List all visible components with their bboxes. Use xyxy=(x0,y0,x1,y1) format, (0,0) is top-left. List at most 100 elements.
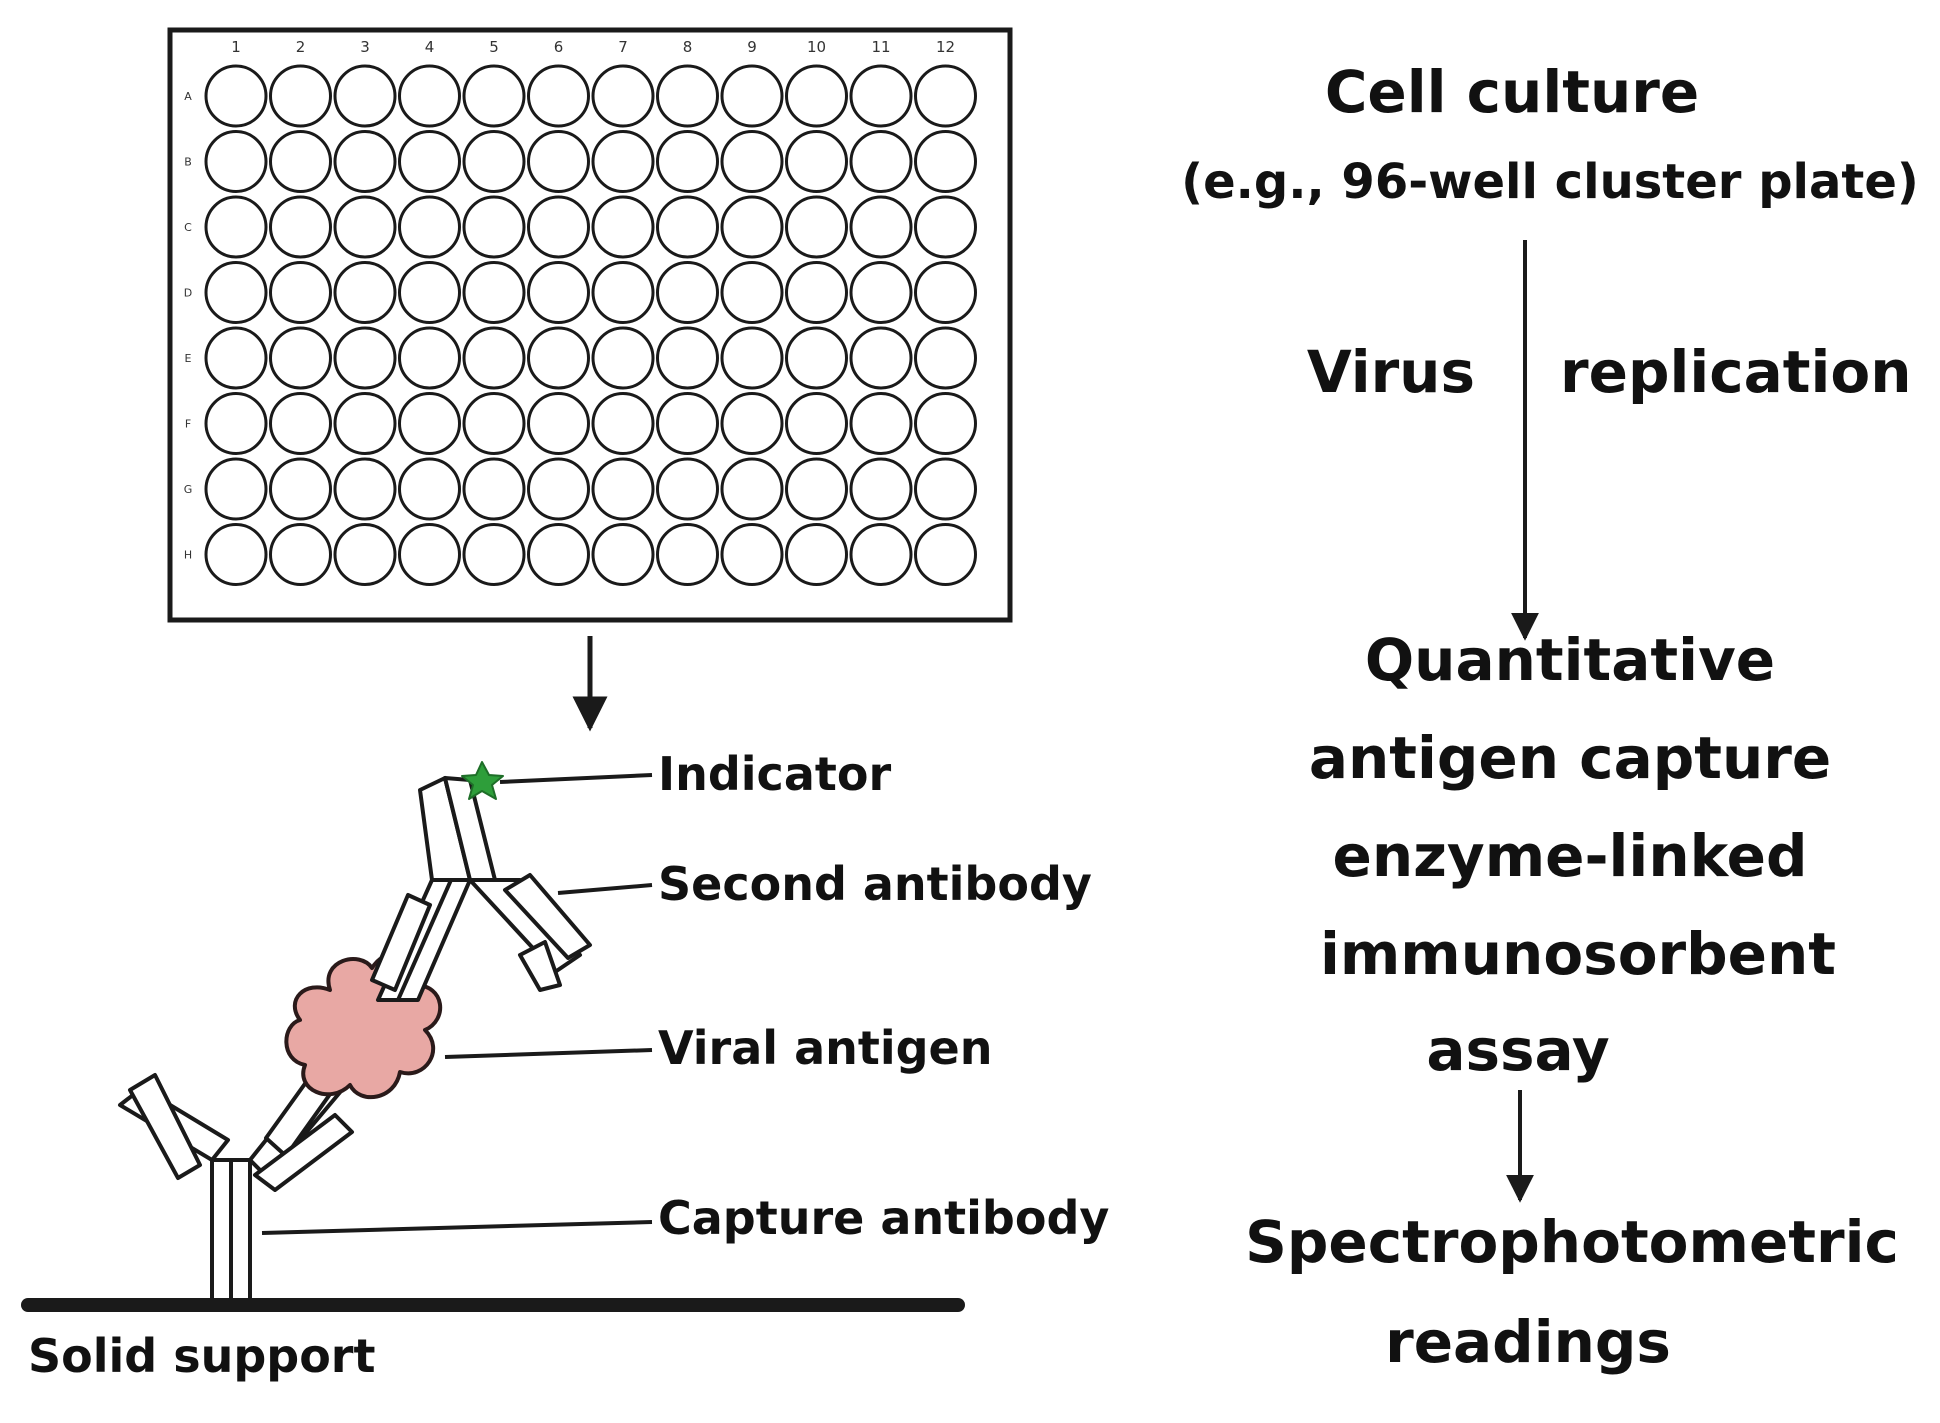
well-B11 xyxy=(849,130,913,193)
well-D2 xyxy=(269,261,332,324)
well-C7 xyxy=(591,195,655,259)
well-H11 xyxy=(849,523,913,586)
viral-antigen-label: Viral antigen xyxy=(658,1021,993,1075)
well-D9 xyxy=(720,261,784,324)
well-F10 xyxy=(785,392,848,455)
well-G7 xyxy=(591,457,655,521)
well-B7 xyxy=(591,130,655,193)
second-antibody-leader xyxy=(557,883,653,895)
well-H1 xyxy=(204,523,268,586)
well-A9 xyxy=(720,64,784,128)
indicator-leader xyxy=(499,773,653,784)
cell-culture-heading: Cell culture xyxy=(1325,58,1699,126)
well-B9 xyxy=(720,130,784,193)
well-H5 xyxy=(462,523,526,586)
well-A7 xyxy=(591,64,655,128)
well-E5 xyxy=(462,326,526,390)
well-D5 xyxy=(462,261,526,324)
well-F11 xyxy=(849,392,913,455)
plate-wells xyxy=(204,64,977,586)
indicator-label: Indicator xyxy=(658,747,891,801)
well-F9 xyxy=(720,392,784,455)
well-E9 xyxy=(720,326,784,390)
well-D6 xyxy=(527,261,590,324)
well-E12 xyxy=(914,326,977,390)
well-H7 xyxy=(591,523,655,586)
well-H4 xyxy=(398,523,461,586)
well-B12 xyxy=(914,130,977,193)
well-A8 xyxy=(656,64,719,128)
well-E6 xyxy=(527,326,590,390)
well-H6 xyxy=(527,523,590,586)
well-C4 xyxy=(398,195,461,259)
plate-column-label: 12 xyxy=(936,38,955,56)
solid-support-label: Solid support xyxy=(28,1329,375,1383)
assay-line-3: enzyme-linked xyxy=(1333,822,1808,890)
well-G1 xyxy=(204,457,268,521)
virus-label: Virus xyxy=(1307,338,1475,406)
plate-column-label: 2 xyxy=(296,38,306,56)
replication-label: replication xyxy=(1560,338,1911,406)
well-E3 xyxy=(333,326,397,390)
well-H2 xyxy=(269,523,332,586)
plate-column-label: 9 xyxy=(747,38,757,56)
well-B3 xyxy=(333,130,397,193)
plate-row-label: E xyxy=(185,352,192,365)
plate-column-label: 1 xyxy=(231,38,241,56)
well-G6 xyxy=(527,457,590,521)
well-G11 xyxy=(849,457,913,521)
well-D3 xyxy=(333,261,397,324)
well-F2 xyxy=(269,392,332,455)
plate-row-label: H xyxy=(184,549,192,562)
capture-antibody-leader xyxy=(261,1220,653,1235)
well-F3 xyxy=(333,392,397,455)
well-G8 xyxy=(656,457,719,521)
well-D12 xyxy=(914,261,977,324)
well-C11 xyxy=(849,195,913,259)
well-C12 xyxy=(914,195,977,259)
well-G12 xyxy=(914,457,977,521)
well-F7 xyxy=(591,392,655,455)
well-B10 xyxy=(785,130,848,193)
well-C5 xyxy=(462,195,526,259)
plate-column-label: 5 xyxy=(489,38,499,56)
assay-line-4: immunosorbent xyxy=(1320,920,1836,988)
plate-row-label: G xyxy=(184,483,193,496)
well-E8 xyxy=(656,326,719,390)
well-B6 xyxy=(527,130,590,193)
plate-column-label: 6 xyxy=(554,38,564,56)
assay-line-5: assay xyxy=(1426,1016,1609,1084)
well-E2 xyxy=(269,326,332,390)
well-C6 xyxy=(527,195,590,259)
well-E7 xyxy=(591,326,655,390)
well-B8 xyxy=(656,130,719,193)
well-E1 xyxy=(204,326,268,390)
well-A4 xyxy=(398,64,461,128)
well-C9 xyxy=(720,195,784,259)
well-A1 xyxy=(204,64,268,128)
assay-line-1: Quantitative xyxy=(1365,626,1775,694)
well-D7 xyxy=(591,261,655,324)
plate-column-label: 3 xyxy=(360,38,370,56)
plate-column-label: 10 xyxy=(807,38,826,56)
well-D11 xyxy=(849,261,913,324)
well-D1 xyxy=(204,261,268,324)
plate-column-label: 7 xyxy=(618,38,628,56)
plate-column-label: 11 xyxy=(871,38,890,56)
plate-row-label: B xyxy=(184,156,192,169)
elisa-schematic xyxy=(21,761,965,1312)
well-G3 xyxy=(333,457,397,521)
well-A10 xyxy=(785,64,848,128)
well-A3 xyxy=(333,64,397,128)
assay-line-2: antigen capture xyxy=(1309,724,1831,792)
well-C8 xyxy=(656,195,719,259)
well-C3 xyxy=(333,195,397,259)
well-G2 xyxy=(269,457,332,521)
well-E4 xyxy=(398,326,461,390)
well-H12 xyxy=(914,523,977,586)
well-A6 xyxy=(527,64,590,128)
well-F8 xyxy=(656,392,719,455)
